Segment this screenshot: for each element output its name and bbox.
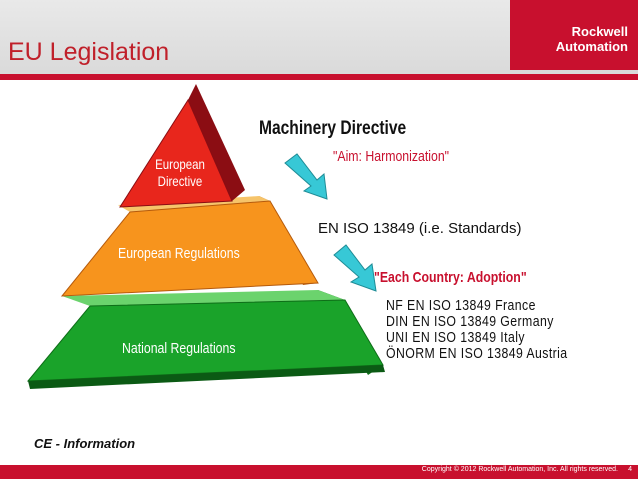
national-regulations-label: National Regulations <box>122 340 236 357</box>
page-number: 4 <box>628 466 632 473</box>
european-regulations-face <box>60 200 319 297</box>
slide-title: EU Legislation <box>8 38 170 66</box>
logo-line-2: Automation <box>555 39 628 54</box>
rockwell-logo: Rockwell Automation <box>510 0 638 70</box>
country-standard-italy: UNI EN ISO 13849 Italy <box>386 329 525 346</box>
european-directive-face <box>119 98 233 208</box>
arrow-icon-2 <box>333 244 377 292</box>
section-label: CE - Information <box>34 436 136 451</box>
country-standard-france: NF EN ISO 13849 France <box>386 297 536 314</box>
each-country-adoption-label: "Each Country: Adoption" <box>374 269 527 286</box>
country-standard-austria: ÖNORM EN ISO 13849 Austria <box>386 345 568 362</box>
country-standard-germany: DIN EN ISO 13849 Germany <box>386 313 554 330</box>
slide-footer: Copyright © 2012 Rockwell Automation, In… <box>0 465 638 479</box>
arrow-icon-1 <box>284 153 328 200</box>
standard-label: EN ISO 13849 (i.e. Standards) <box>318 220 522 237</box>
aim-harmonization-label: "Aim: Harmonization" <box>333 148 450 165</box>
national-tier-top <box>62 290 345 306</box>
european-directive-label: European Directive <box>155 156 205 189</box>
header-rule <box>0 74 638 80</box>
european-directive-side <box>188 84 245 201</box>
copyright-text: Copyright © 2012 Rockwell Automation, In… <box>421 466 618 473</box>
national-tier-shadow <box>28 365 385 389</box>
machinery-directive-label: Machinery Directive <box>259 118 407 139</box>
logo-line-1: Rockwell <box>571 24 628 39</box>
slide-header: EU Legislation Rockwell Automation <box>0 0 638 78</box>
european-regulations-label: European Regulations <box>118 245 240 262</box>
